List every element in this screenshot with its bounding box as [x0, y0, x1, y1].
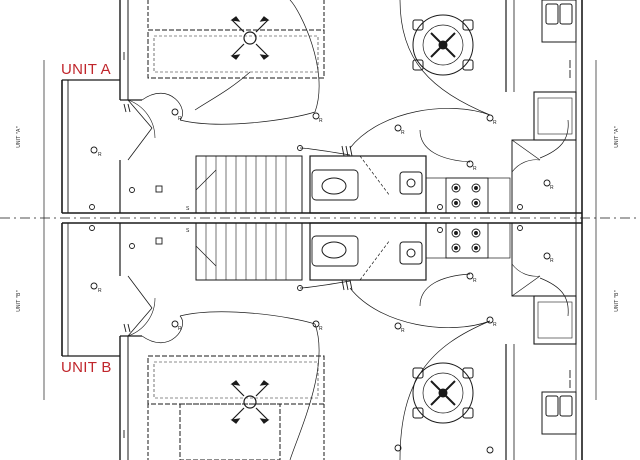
- kitchen-sink-unit-b: [541, 391, 577, 435]
- svg-text:R: R: [401, 130, 405, 136]
- svg-text:R: R: [319, 326, 323, 332]
- powder-room-unit-a: [309, 155, 427, 214]
- wiring-arcs: [141, 0, 569, 460]
- svg-text:R: R: [178, 116, 182, 122]
- sofa-unit-b: [147, 355, 325, 460]
- closet-unit-b: [511, 222, 577, 297]
- counter-unit-a: [425, 177, 511, 214]
- toilet-b: [321, 241, 347, 259]
- svg-text:R: R: [550, 185, 554, 191]
- sofa-unit-a: [147, 0, 325, 79]
- svg-text:R: R: [550, 258, 554, 264]
- svg-text:R: R: [493, 120, 497, 126]
- ceiling-fan-unit-b: [230, 380, 270, 424]
- dining-table-unit-a: [412, 14, 474, 76]
- appliance-unit-b: [533, 295, 577, 345]
- entry-door-swing-a: [127, 99, 153, 161]
- counter-unit-b: [425, 222, 511, 259]
- stair-unit-b: [195, 222, 303, 281]
- svg-text:R: R: [473, 166, 477, 172]
- powder-room-unit-b: [309, 222, 427, 281]
- symbol-letters: R R R R R R R R R R R R R R S S: [98, 116, 554, 334]
- kitchen-sink-unit-a: [541, 0, 577, 43]
- svg-text:R: R: [319, 118, 323, 124]
- svg-text:R: R: [401, 328, 405, 334]
- svg-text:R: R: [98, 288, 102, 294]
- svg-text:R: R: [493, 322, 497, 328]
- switch-symbols: [123, 52, 571, 438]
- toilet-a: [321, 177, 347, 195]
- svg-text:R: R: [178, 326, 182, 332]
- switch-letter: S: [186, 206, 190, 212]
- dim-label-left-b: UNIT "B": [15, 290, 22, 312]
- dim-label-right-a: UNIT "A": [613, 126, 620, 148]
- stair-unit-a: [195, 155, 303, 214]
- dining-table-unit-b: [412, 362, 474, 424]
- unit-b-label: UNIT B: [61, 359, 112, 376]
- receptacle-letter: R: [98, 152, 102, 158]
- range-unit-a: [445, 177, 489, 214]
- receptacle-symbols: [89, 108, 551, 454]
- ceiling-fan-unit-a: [230, 16, 270, 60]
- range-unit-b: [445, 222, 489, 259]
- svg-text:R: R: [473, 278, 477, 284]
- dim-label-left-a: UNIT "A": [15, 126, 22, 148]
- appliance-unit-a: [533, 91, 577, 141]
- svg-text:S: S: [186, 228, 190, 234]
- closet-unit-a: [511, 139, 577, 214]
- dim-label-right-b: UNIT "B": [613, 290, 620, 312]
- entry-door-swing-b: [127, 275, 153, 337]
- unit-a-label: UNIT A: [61, 61, 111, 78]
